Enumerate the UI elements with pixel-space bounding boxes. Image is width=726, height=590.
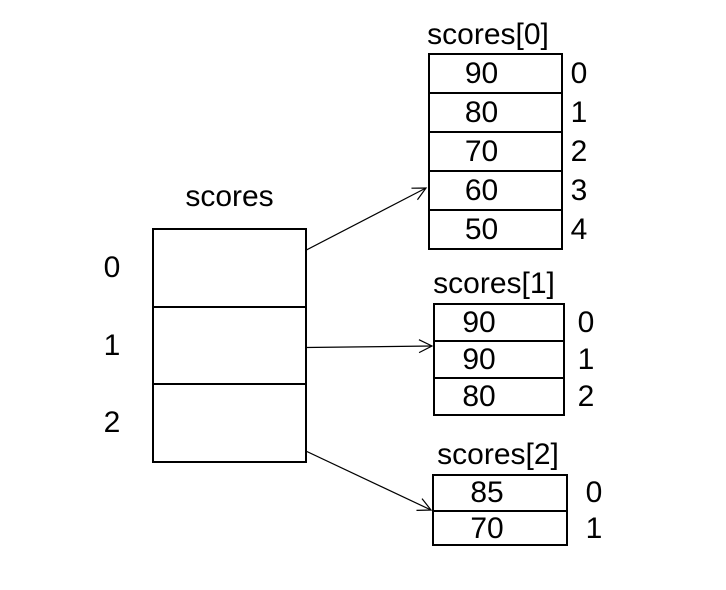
subarray0-index-column: 0 1 2 3 4 [563, 53, 595, 250]
main-array-cell-1 [154, 308, 305, 386]
subarray0-cell: 80 [430, 94, 561, 133]
subarray1-cell: 90 [435, 305, 563, 342]
main-array-index-column: 0 1 2 [96, 228, 128, 463]
subarray1-index-label: 0 [577, 305, 595, 339]
main-index-label: 1 [103, 328, 121, 362]
main-array-box [152, 228, 307, 463]
main-index-label: 0 [103, 250, 121, 284]
subarray2-index-label: 0 [585, 476, 603, 509]
subarray2-cell: 85 [434, 476, 566, 512]
subarray1-index-column: 0 1 2 [570, 303, 602, 416]
main-array-cell-2 [154, 385, 305, 461]
subarray0-index-label: 0 [570, 56, 588, 90]
subarray0-title: scores[0] [427, 18, 549, 51]
subarray2-cell: 70 [470, 512, 504, 545]
subarray0-cell: 70 [430, 133, 561, 172]
subarray1-title: scores[1] [433, 267, 555, 300]
subarray1-box: 90 90 80 [433, 303, 565, 416]
subarray0-index-label: 1 [570, 95, 588, 129]
subarray0-index-label: 3 [570, 173, 588, 207]
main-array-cell-0 [154, 230, 305, 308]
main-array-title: scores [185, 180, 274, 213]
subarray0-cell: 90 [430, 55, 561, 94]
subarray0-box: 90 80 70 60 50 [428, 53, 563, 250]
subarray0-cell: 60 [430, 172, 561, 211]
subarray1-index-label: 1 [577, 342, 595, 376]
subarray1-index-label: 2 [577, 379, 595, 413]
subarray2-title: scores[2] [437, 438, 559, 471]
subarray1-cell: 80 [462, 379, 496, 413]
subarray2-index-label: 1 [585, 512, 603, 545]
main-index-label: 2 [103, 406, 121, 440]
subarray2-index-column: 0 1 [578, 474, 610, 546]
subarray0-cell: 50 [464, 212, 499, 246]
subarray0-index-label: 4 [570, 212, 588, 246]
subarray0-index-label: 2 [570, 134, 588, 168]
subarray2-box: 85 70 [432, 474, 568, 546]
subarray1-cell: 90 [435, 342, 563, 379]
